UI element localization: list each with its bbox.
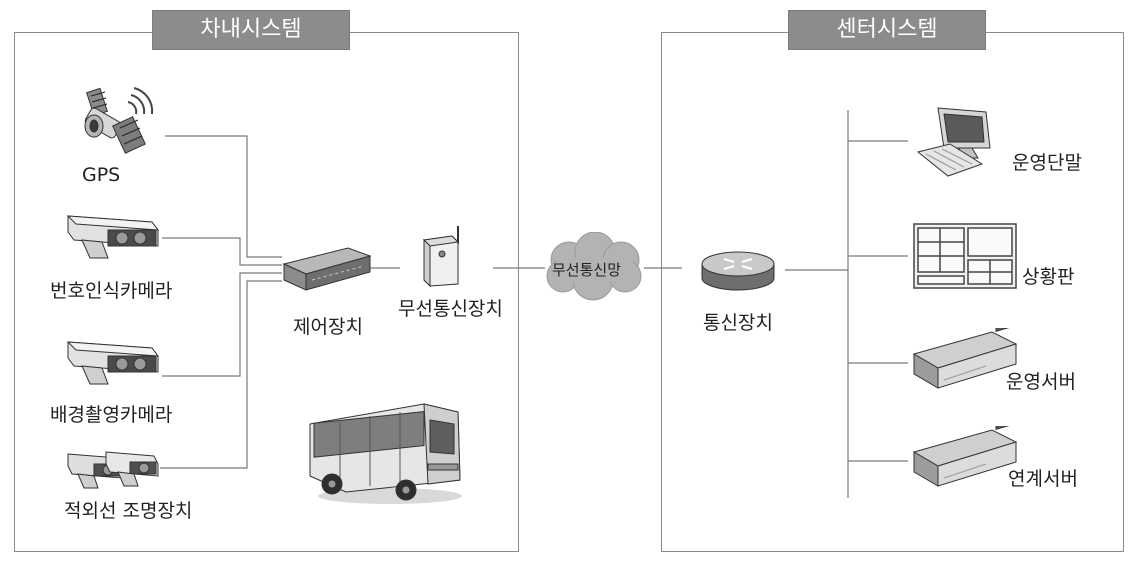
status-board-label: 상황판 xyxy=(1022,266,1075,288)
wireless-device-icon xyxy=(422,226,460,288)
background-camera-label: 배경촬영카메라 xyxy=(50,404,173,426)
wireless-network-label: 무선통신망 xyxy=(552,261,622,279)
operator-terminal-label: 운영단말 xyxy=(1012,152,1082,174)
operator-terminal-icon xyxy=(916,107,991,177)
gps-satellite-icon xyxy=(84,87,154,154)
operation-server-label: 운영서버 xyxy=(1006,371,1076,393)
ir-light-icon xyxy=(67,451,159,489)
wireless-network-cloud-icon xyxy=(546,232,642,301)
plate-camera-icon xyxy=(66,215,160,259)
router-icon xyxy=(701,251,775,291)
bus-icon xyxy=(309,403,462,504)
controller-icon xyxy=(282,247,372,291)
ir-light-label: 적외선 조명장치 xyxy=(64,500,193,522)
center-system-panel xyxy=(661,32,1124,552)
center-system-title: 센터시스템 xyxy=(788,10,986,50)
plate-camera-label: 번호인식카메라 xyxy=(50,280,173,302)
background-camera-icon xyxy=(66,341,160,385)
operation-server-icon xyxy=(912,328,1018,389)
controller-label: 제어장치 xyxy=(293,316,363,338)
gps-label: GPS xyxy=(82,164,121,186)
wireless-device-label: 무선통신장치 xyxy=(398,298,503,320)
comm-device-label: 통신장치 xyxy=(703,312,773,334)
link-server-label: 연계서버 xyxy=(1008,468,1078,490)
link-server-icon xyxy=(912,426,1018,487)
in-vehicle-system-title: 차내시스템 xyxy=(152,10,350,50)
status-board-icon xyxy=(913,223,1017,289)
